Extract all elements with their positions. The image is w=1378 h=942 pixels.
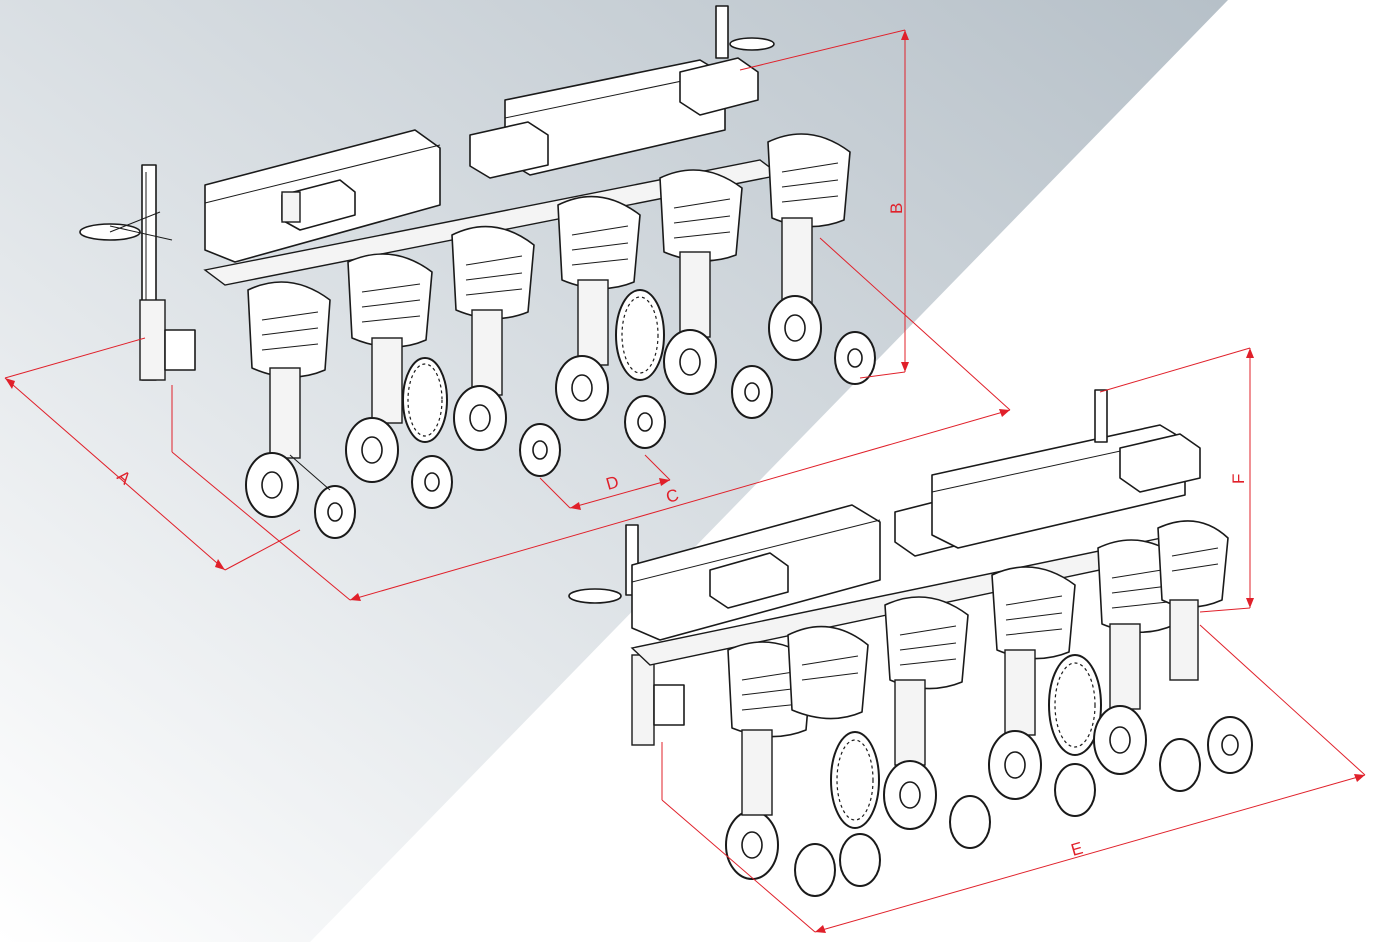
seed-hopper-bottom-right — [931, 389, 1201, 549]
row-units-top — [245, 133, 876, 539]
seed-hopper-top-right — [469, 5, 775, 179]
planter-top-illustration — [79, 5, 876, 539]
dimension-top-width — [171, 237, 1011, 601]
label-e: E — [1069, 838, 1085, 859]
marker-arm-left-top — [79, 164, 196, 381]
planter-bottom-illustration — [568, 389, 1253, 897]
dimension-labels: A B C D E F — [113, 203, 1248, 860]
marker-arm-left-bottom — [568, 524, 685, 746]
row-units-bottom — [725, 520, 1253, 897]
label-d: D — [604, 472, 621, 494]
dimension-b — [739, 29, 909, 379]
dimension-c-d — [539, 454, 671, 510]
seed-hopper-top-left — [204, 129, 441, 263]
label-f: F — [1229, 474, 1248, 484]
dimension-e — [661, 624, 1366, 933]
dimension-f — [1099, 347, 1254, 613]
label-b: B — [887, 203, 906, 214]
label-c: C — [664, 485, 681, 507]
dimension-a — [4, 337, 301, 571]
dimension-lines — [4, 29, 1366, 933]
label-a: A — [113, 467, 134, 489]
